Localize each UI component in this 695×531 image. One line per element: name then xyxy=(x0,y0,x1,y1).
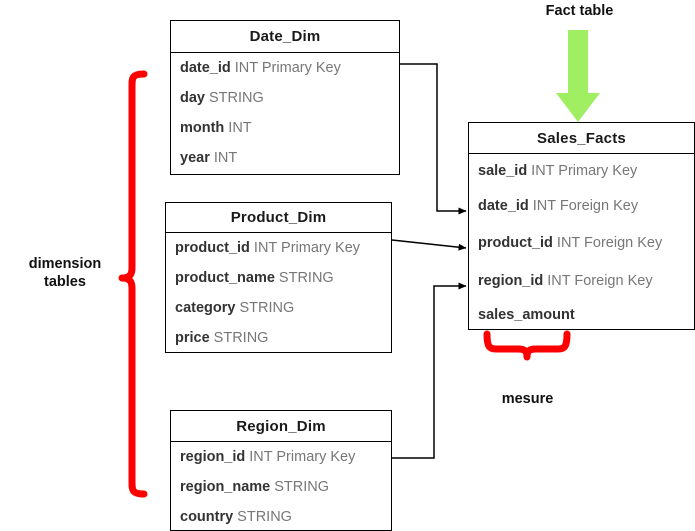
field-type: STRING xyxy=(213,330,269,346)
field-type: INT Primary Key xyxy=(249,449,356,465)
field-type: INT Primary Key xyxy=(234,60,341,76)
field-name: product_id xyxy=(175,240,250,256)
field-name: region_name xyxy=(180,479,271,495)
table-date-dim-title: Date_Dim xyxy=(171,21,399,53)
connector-product xyxy=(391,239,467,251)
table-row[interactable]: product_name STRING xyxy=(166,263,391,293)
connector-region xyxy=(392,282,467,459)
field-type: STRING xyxy=(274,479,330,495)
dimension-tables-brace xyxy=(118,70,148,498)
field-name: price xyxy=(175,330,210,346)
field-name: date_id xyxy=(180,60,231,76)
table-row[interactable]: country STRING xyxy=(171,502,391,531)
table-row[interactable]: date_id INT Foreign Key xyxy=(469,188,694,224)
table-region-dim[interactable]: Region_Dim region_id INT Primary Key reg… xyxy=(170,410,392,531)
table-region-dim-fields: region_id INT Primary Key region_name ST… xyxy=(171,442,391,531)
field-name: sale_id xyxy=(478,162,528,179)
field-type: INT Foreign Key xyxy=(547,273,653,289)
measure-label: mesure xyxy=(501,391,554,407)
field-name: date_id xyxy=(478,198,529,214)
field-name: month xyxy=(180,120,225,136)
table-product-dim[interactable]: Product_Dim product_id INT Primary Key p… xyxy=(165,202,392,353)
table-sales-facts[interactable]: Sales_Facts sale_id INT Primary Key date… xyxy=(468,122,695,330)
dimension-tables-label: dimension tables xyxy=(28,256,102,291)
field-type: INT Primary Key xyxy=(531,162,638,179)
table-row[interactable]: year INT xyxy=(171,143,399,173)
fact-table-label: Fact table xyxy=(545,3,614,19)
field-name: year xyxy=(180,150,210,166)
table-row[interactable]: sales_amount xyxy=(469,300,694,330)
table-row[interactable]: region_id INT Foreign Key xyxy=(469,262,694,300)
table-region-dim-title: Region_Dim xyxy=(171,411,391,442)
field-name: day xyxy=(180,90,205,106)
table-date-dim[interactable]: Date_Dim date_id INT Primary Key day STR… xyxy=(170,20,400,175)
measure-brace xyxy=(483,330,571,361)
table-row[interactable]: region_name STRING xyxy=(171,472,391,502)
field-type: STRING xyxy=(237,509,292,525)
field-type: INT Foreign Key xyxy=(556,235,663,251)
field-name: region_id xyxy=(180,449,246,465)
field-type: INT xyxy=(228,120,252,136)
table-row[interactable]: category STRING xyxy=(166,293,391,323)
table-row[interactable]: region_id INT Primary Key xyxy=(171,442,391,472)
field-name: sales_amount xyxy=(478,307,575,323)
table-product-dim-fields: product_id INT Primary Key product_name … xyxy=(166,233,391,353)
field-type: STRING xyxy=(278,270,334,286)
table-product-dim-title: Product_Dim xyxy=(166,203,391,233)
table-date-dim-fields: date_id INT Primary Key day STRING month… xyxy=(171,53,399,173)
table-row[interactable]: day STRING xyxy=(171,83,399,113)
field-type: STRING xyxy=(209,90,264,106)
field-name: product_id xyxy=(478,235,553,251)
connector-date xyxy=(400,63,467,215)
table-row[interactable]: price STRING xyxy=(166,323,391,353)
table-row[interactable]: month INT xyxy=(171,113,399,143)
field-type: INT Primary Key xyxy=(253,240,361,256)
field-type: INT Foreign Key xyxy=(532,198,639,214)
fact-table-arrow-icon xyxy=(556,30,600,122)
table-sales-facts-title-rule xyxy=(469,153,694,154)
table-row[interactable]: sale_id INT Primary Key xyxy=(469,153,694,188)
field-type: STRING xyxy=(239,300,295,316)
table-row[interactable]: product_id INT Primary Key xyxy=(166,233,391,263)
field-name: country xyxy=(180,509,234,525)
table-sales-facts-title: Sales_Facts xyxy=(537,129,626,147)
table-row[interactable]: date_id INT Primary Key xyxy=(171,53,399,83)
field-type: INT xyxy=(213,150,238,166)
table-row[interactable]: product_id INT Foreign Key xyxy=(469,224,694,262)
field-name: region_id xyxy=(478,273,544,289)
field-name: category xyxy=(175,300,236,316)
field-name: product_name xyxy=(175,270,275,286)
table-sales-facts-fields: sale_id INT Primary Key date_id INT Fore… xyxy=(469,153,694,330)
